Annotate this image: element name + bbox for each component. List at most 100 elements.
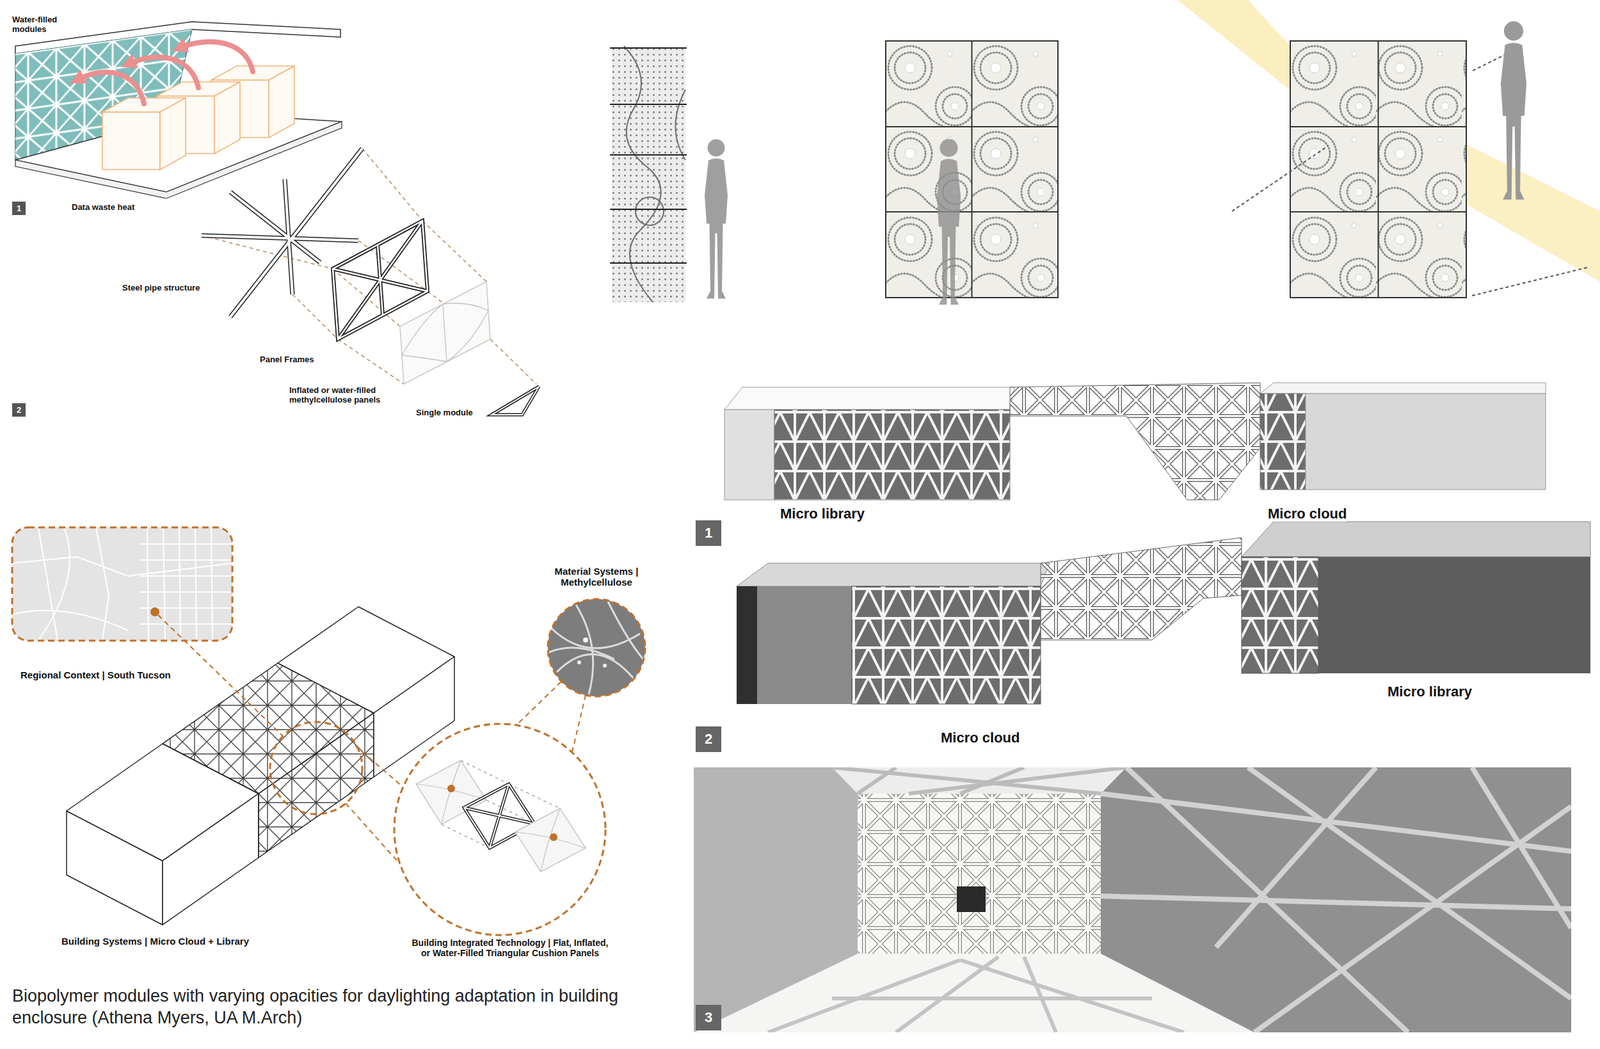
steel-pipe bbox=[201, 235, 359, 241]
single-module bbox=[491, 386, 539, 415]
panel-grid bbox=[885, 211, 1058, 213]
interior-rendering bbox=[693, 767, 1572, 1033]
detail-circle bbox=[394, 723, 606, 936]
rendering-two bbox=[736, 521, 1591, 704]
detail-circle bbox=[394, 723, 606, 936]
space-label: Micro library bbox=[1387, 683, 1472, 700]
sight-line bbox=[1472, 267, 1588, 296]
rendering-one bbox=[724, 382, 1546, 500]
part-label: Panel Frames bbox=[259, 355, 315, 365]
space-label: Micro cloud bbox=[940, 729, 1020, 746]
callout-number: 2 bbox=[695, 726, 722, 752]
callout-number: 2 bbox=[12, 403, 26, 417]
steel-pipe bbox=[201, 148, 363, 317]
interior-rendering bbox=[832, 767, 1127, 794]
interior-rendering bbox=[832, 767, 1127, 794]
cushion-panel bbox=[400, 281, 491, 384]
detail-circle bbox=[447, 784, 456, 793]
cushion-panel bbox=[442, 303, 489, 311]
inset-heading: Material Systems | Methylcellulose bbox=[529, 565, 664, 589]
leader-line bbox=[292, 294, 338, 340]
interior-rendering bbox=[1254, 806, 1572, 1033]
rendering-one bbox=[1260, 393, 1306, 490]
rendering-two bbox=[736, 586, 758, 704]
panel-section bbox=[609, 46, 728, 303]
cushion-panel bbox=[401, 355, 447, 362]
interior-rendering bbox=[1024, 956, 1056, 1033]
cushion-panel bbox=[401, 304, 443, 356]
detail-circle bbox=[515, 808, 586, 872]
panel-grid bbox=[1290, 211, 1467, 213]
leader-line bbox=[490, 339, 537, 384]
panel-grid bbox=[1290, 40, 1467, 298]
rendering-two bbox=[736, 563, 1050, 587]
interior-rendering bbox=[1100, 767, 1572, 1033]
map-inset bbox=[12, 527, 233, 641]
panel-grid bbox=[936, 138, 961, 305]
cushion-panel bbox=[400, 281, 491, 384]
sight-line bbox=[1232, 51, 1588, 296]
interior-rendering bbox=[1100, 767, 1572, 1033]
interior-rendering bbox=[857, 767, 896, 794]
panel-grid bbox=[885, 40, 1058, 298]
cushion-panel bbox=[446, 310, 489, 362]
callout-number-text: 2 bbox=[704, 732, 713, 747]
map-inset bbox=[96, 527, 109, 641]
rendering-one bbox=[1260, 382, 1546, 394]
interior-rendering bbox=[768, 956, 1184, 1033]
person-silhouette bbox=[1500, 21, 1527, 200]
material-micrograph bbox=[602, 663, 607, 668]
rendering-one bbox=[774, 409, 1010, 500]
detail-circle bbox=[489, 784, 509, 848]
callout-number-text: 3 bbox=[704, 1010, 713, 1025]
server-box bbox=[214, 81, 240, 154]
steel-pipe bbox=[201, 148, 363, 317]
material-micrograph bbox=[547, 599, 646, 697]
interior-rendering bbox=[693, 767, 1572, 1033]
interior-rendering bbox=[1100, 896, 1572, 909]
panel-section bbox=[675, 89, 687, 160]
callout-number: 1 bbox=[12, 201, 26, 216]
map-inset bbox=[140, 591, 233, 593]
panel-grid bbox=[1290, 40, 1467, 298]
panel-grid bbox=[885, 40, 1058, 305]
server-box bbox=[102, 112, 160, 170]
map-inset bbox=[150, 607, 160, 617]
rendering-two bbox=[1241, 521, 1591, 557]
rendering-two bbox=[757, 586, 852, 704]
rendering-one bbox=[724, 409, 775, 500]
leader-line bbox=[362, 148, 423, 221]
detail-circle bbox=[441, 760, 461, 825]
leader-line bbox=[158, 615, 283, 736]
interior-rendering bbox=[851, 793, 1101, 954]
material-micrograph bbox=[547, 599, 646, 697]
part-label: Single module bbox=[416, 408, 473, 418]
material-micrograph bbox=[608, 601, 644, 660]
exploded-module bbox=[201, 148, 539, 415]
heat-arrow bbox=[76, 41, 253, 104]
heat-arrow bbox=[179, 41, 253, 72]
interior-rendering bbox=[693, 767, 858, 1033]
map-inset bbox=[12, 610, 128, 631]
server-box bbox=[268, 65, 295, 138]
map-inset bbox=[12, 527, 233, 641]
steel-pipe bbox=[201, 235, 359, 241]
panel-section bbox=[635, 197, 664, 226]
focus-circle bbox=[270, 721, 363, 815]
figure-caption: Biopolymer modules with varying opacitie… bbox=[12, 985, 659, 1030]
cushion-panel bbox=[401, 303, 489, 362]
interior-rendering bbox=[832, 767, 1101, 794]
callout-number-text: 1 bbox=[16, 204, 22, 213]
rendering-two bbox=[1241, 556, 1319, 674]
material-micrograph bbox=[556, 654, 634, 679]
interior-rendering bbox=[908, 767, 1127, 794]
rendering-one bbox=[1305, 393, 1546, 490]
map-inset bbox=[140, 559, 233, 561]
map-inset bbox=[140, 623, 233, 625]
material-micrograph bbox=[583, 637, 589, 643]
panel-section bbox=[609, 208, 687, 210]
single-module bbox=[491, 386, 539, 415]
steel-pipe bbox=[230, 148, 363, 317]
building-axon bbox=[162, 793, 259, 925]
